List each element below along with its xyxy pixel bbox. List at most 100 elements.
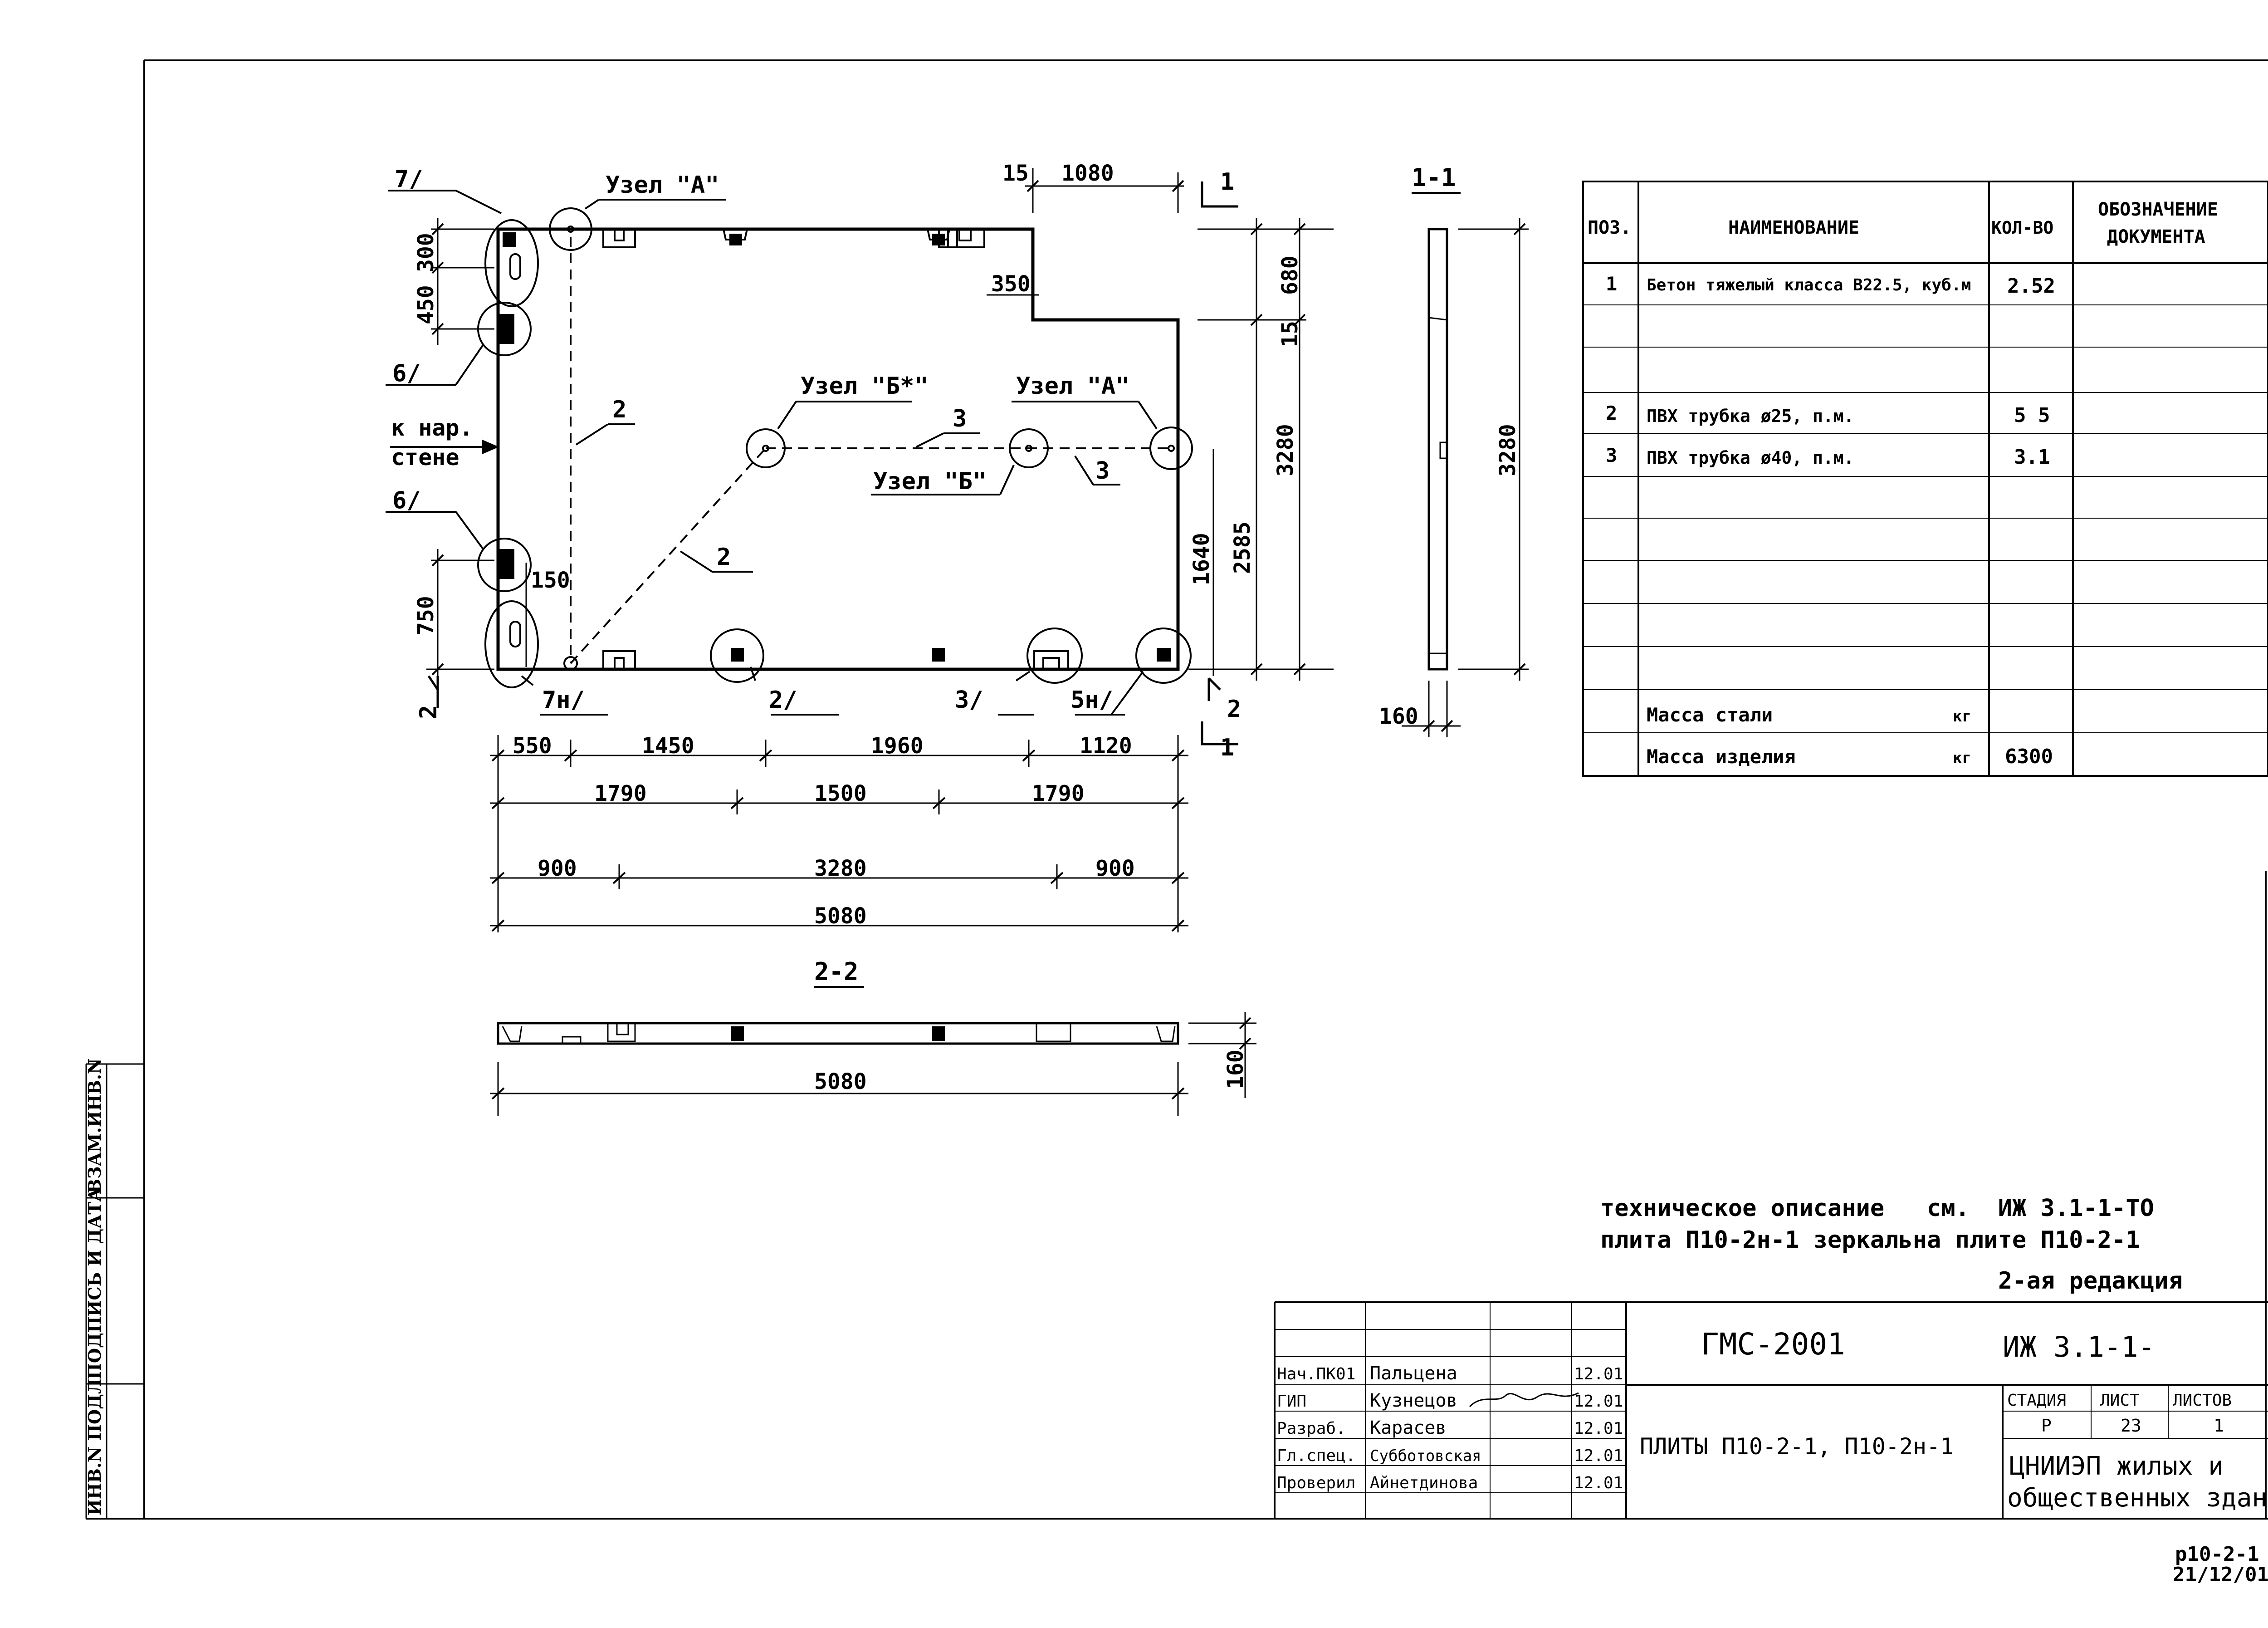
- drawing-title: ПЛИТЫ П10-2-1, П10-2н-1: [1640, 1433, 1954, 1460]
- spec-row1-name: Бетон тяжелый класса В22.5, куб.м: [1647, 276, 1971, 294]
- stamp-date-5: 12.01: [1574, 1474, 1623, 1492]
- callout-7-circle: [484, 219, 539, 307]
- section-2-2-title: 2-2: [814, 957, 859, 986]
- plan-dim-lines: [426, 168, 1334, 932]
- stamp-person-4: Субботовская: [1370, 1447, 1481, 1465]
- embedded-parts: [498, 232, 1171, 662]
- spec-header-doc-line2: ДОКУМЕНТА: [2107, 226, 2205, 247]
- sheet-value: 23: [2121, 1416, 2141, 1436]
- sheets-value: 1: [2214, 1416, 2224, 1436]
- section-1-1-height-dim: 3280: [1495, 424, 1520, 476]
- pipe-3-upper-label: 3: [953, 405, 967, 432]
- footer-date: 21/12/01: [2173, 1563, 2268, 1586]
- spec-mass-unit: кг: [1953, 749, 1971, 767]
- dim-15-top: 15: [1002, 161, 1029, 186]
- section-1-1: 1-1 3280 160: [1379, 163, 1529, 737]
- section-1-bottom-mark: 1: [1220, 734, 1234, 761]
- doc-code-number: ИЖ 3.1-1-: [2003, 1330, 2155, 1363]
- section-1-1-thickness-dim: 160: [1379, 704, 1418, 729]
- dim-15-right: 15: [1277, 321, 1303, 347]
- inv-replace-label: ВЗАМ.ИНВ.N: [84, 1058, 105, 1193]
- dim-3280-vertical: 3280: [1273, 424, 1298, 476]
- dim-2585: 2585: [1230, 521, 1255, 574]
- section-1-1-title: 1-1: [1412, 163, 1456, 192]
- notes: техническое описание см. ИЖ 3.1-1-ТО пли…: [1600, 1195, 2183, 1295]
- callout-5n-label: 5н/: [1070, 687, 1113, 714]
- dim-1960: 1960: [871, 733, 924, 759]
- stamp-date-3: 12.01: [1574, 1419, 1623, 1438]
- gip-signature: [1469, 1392, 1579, 1407]
- stamp-person-3: Карасев: [1370, 1417, 1447, 1438]
- stamp-date-4: 12.01: [1574, 1447, 1623, 1465]
- inv-original-label: ИНВ.N ПОДЛ: [84, 1379, 105, 1516]
- node-a-top-left: [549, 207, 592, 251]
- callout-6-top-label: 6/: [392, 360, 421, 387]
- dim-900-right: 900: [1095, 856, 1135, 881]
- plan-view: 7/ 6/ 6/ 7н/ 2/ 3/ 5н/ Узел "А" Узел "Б*…: [386, 161, 1334, 932]
- sheet-header: ЛИСТ: [2100, 1391, 2140, 1410]
- node-b-label: Узел "Б": [873, 468, 987, 495]
- spec-row3-pos: 3: [1606, 444, 1617, 466]
- stage-header: СТАДИЯ: [2007, 1391, 2066, 1410]
- callout-6-bot-circle: [477, 538, 532, 592]
- note-revision: 2-ая редакция: [1998, 1267, 2183, 1295]
- node-b-star: [746, 428, 786, 468]
- spec-header-doc-line1: ОБОЗНАЧЕНИЕ: [2098, 199, 2218, 220]
- stamp-date-2: 12.01: [1574, 1392, 1623, 1411]
- stamp-person-2: Кузнецов: [1370, 1390, 1457, 1411]
- dim-3280-horizontal: 3280: [814, 856, 867, 881]
- section-2-2-profile: [497, 1022, 1179, 1045]
- spec-steel-unit: кг: [1953, 707, 1971, 726]
- node-a-right: [1149, 427, 1193, 470]
- spec-row3-qty: 3.1: [2014, 446, 2050, 469]
- stamp-role-4: Гл.спец.: [1277, 1447, 1355, 1465]
- dim-1120: 1120: [1080, 733, 1132, 759]
- organization-line2: общественных зданий: [2007, 1483, 2268, 1513]
- spec-row2-name: ПВХ трубка ø25, п.м.: [1647, 406, 1854, 426]
- doc-code-series: ГМС-2001: [1701, 1327, 1845, 1362]
- node-a-top-label: Узел "А": [606, 172, 719, 199]
- spec-row3-name: ПВХ трубка ø40, п.м.: [1647, 448, 1854, 468]
- pipe-route-diagonal: [570, 447, 767, 664]
- spec-header-pos: ПОЗ.: [1588, 217, 1631, 238]
- stage-value: Р: [2041, 1416, 2052, 1436]
- callout-2-label: 2/: [769, 687, 797, 714]
- spec-row2-pos: 2: [1606, 402, 1617, 424]
- dim-1080: 1080: [1061, 161, 1114, 186]
- dim-5080-plan: 5080: [814, 903, 867, 929]
- dim-350: 350: [991, 271, 1031, 297]
- spec-mass-value: 6300: [2005, 745, 2053, 768]
- dim-1790-right: 1790: [1032, 781, 1085, 806]
- stamp-person-5: Айнетдинова: [1370, 1474, 1478, 1492]
- title-block: Нач.ПК01 Пальцена 12.01 ГИП Кузнецов 12.…: [1274, 1301, 2268, 1519]
- stamp-date-1: 12.01: [1574, 1365, 1623, 1383]
- dim-900-left: 900: [538, 856, 577, 881]
- wall-note-line2: стене: [391, 444, 459, 471]
- section-1-top-mark: 1: [1220, 168, 1234, 196]
- section-2-left-mark: 2: [415, 705, 442, 719]
- callout-7n-label: 7н/: [542, 687, 585, 714]
- section-2-2-thickness-dim: 160: [1223, 1049, 1248, 1089]
- pipe-2-diagonal-label: 2: [717, 544, 731, 571]
- sign-date-label: ПОДПИСЬ И ДАТА: [84, 1187, 105, 1379]
- node-corner-bottom: [563, 656, 578, 671]
- dim-680: 680: [1277, 255, 1303, 295]
- stamp-role-1: Нач.ПК01: [1277, 1365, 1355, 1383]
- spec-row1-qty: 2.52: [2007, 275, 2055, 298]
- callout-5n-circle: [1135, 628, 1192, 684]
- note-mirror: плита П10-2н-1 зеркальна плите П10-2-1: [1600, 1226, 2140, 1254]
- stamp-role-3: Разраб.: [1277, 1419, 1346, 1438]
- spec-header-qty: КОЛ-ВО: [1991, 218, 2053, 238]
- spec-mass-label: Масса изделия: [1647, 745, 1796, 768]
- section-2-2: 2-2 160 5080: [490, 957, 1256, 1116]
- pipe-2-vertical-label: 2: [612, 396, 626, 423]
- dim-1640: 1640: [1189, 533, 1214, 585]
- dim-450: 450: [413, 285, 439, 324]
- spec-header-name: НАИМЕНОВАНИЕ: [1728, 217, 1859, 238]
- dim-300: 300: [413, 233, 439, 272]
- node-a-right-label: Узел "А": [1016, 373, 1129, 400]
- spec-table: ПОЗ. НАИМЕНОВАНИЕ КОЛ-ВО ОБОЗНАЧЕНИЕ ДОК…: [1582, 181, 2268, 777]
- pipe-3-lower-label: 3: [1095, 457, 1110, 485]
- wall-note-line1: к нар.: [391, 415, 473, 441]
